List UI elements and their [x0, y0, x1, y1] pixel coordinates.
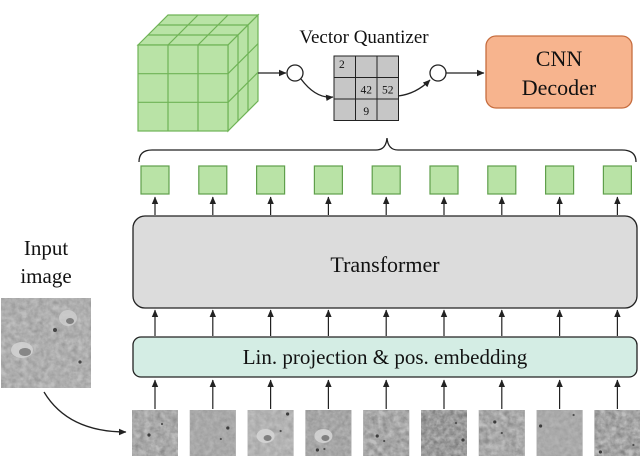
image-patch [421, 410, 467, 456]
codebook-grid: 2 42 52 9 [333, 55, 399, 121]
output-token [371, 165, 401, 195]
codebook-index: 9 [363, 106, 369, 118]
crater-shadow [321, 435, 330, 441]
crater-shadow [263, 435, 272, 441]
codebook-cell: 42 [355, 77, 378, 100]
latent-cube [136, 13, 260, 133]
image-patch [594, 410, 640, 456]
codebook-cell [333, 77, 356, 100]
output-token [198, 165, 228, 195]
codebook-index: 2 [339, 59, 345, 71]
cube-grid-lines [138, 14, 259, 131]
decoder-label-line1: CNN [536, 46, 583, 71]
image-patch [189, 410, 236, 456]
codebook-cell [333, 98, 356, 121]
codebook-cell [376, 98, 399, 121]
codebook-to-node-arrow [397, 79, 431, 97]
output-token [140, 165, 170, 195]
codebook-index: 42 [361, 84, 373, 96]
output-token [544, 165, 575, 195]
input-label-line2: image [20, 264, 71, 288]
image-patch [132, 410, 178, 456]
transformer-label: Transformer [330, 252, 440, 277]
projection-label: Lin. projection & pos. embedding [243, 345, 528, 369]
codebook-cell [376, 55, 399, 78]
image-to-patches-arrow [43, 391, 127, 436]
projection-box: Lin. projection & pos. embedding [132, 336, 638, 378]
input-patches [132, 410, 640, 456]
output-token [487, 165, 517, 195]
image-patch [536, 410, 583, 456]
vector-quantizer-label: Vector Quantizer [299, 27, 429, 48]
output-token [313, 165, 343, 195]
codebook-cell: 2 [333, 55, 356, 78]
quantizer-input-node [286, 64, 304, 82]
codebook-cell [355, 55, 378, 78]
cnn-decoder-box: CNN Decoder [485, 35, 633, 109]
node-to-codebook-arrow [300, 78, 334, 101]
codebook-index: 52 [382, 84, 394, 96]
codebook-cell: 9 [355, 98, 378, 121]
output-token [429, 165, 459, 195]
decoder-label-line2: Decoder [522, 75, 597, 100]
codebook-cell: 52 [376, 77, 399, 100]
transformer-box: Transformer [132, 215, 638, 309]
transformer-input-arrows [151, 309, 621, 336]
image-patch [478, 410, 525, 456]
quantizer-output-node [429, 64, 447, 82]
cube-front-face [137, 44, 229, 132]
grouping-brace [138, 137, 637, 163]
output-token [256, 165, 286, 195]
output-token [602, 165, 633, 195]
output-tokens [140, 165, 633, 215]
input-image [1, 298, 91, 388]
image-patch [363, 410, 410, 456]
patch-input-arrows [151, 379, 621, 409]
input-label-line1: Input [24, 236, 68, 260]
